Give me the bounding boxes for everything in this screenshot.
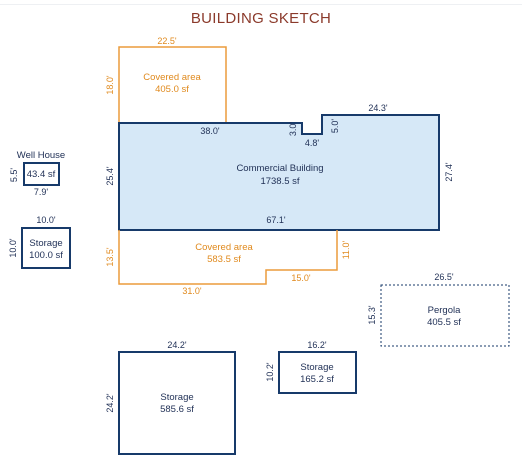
commercial-top-right-label: 24.3' xyxy=(368,103,388,113)
covered-top-height-label: 18.0' xyxy=(105,75,115,95)
covered-bottom-name: Covered area xyxy=(195,242,253,253)
well-house[interactable]: Well House 43.4 sf 5.5' 7.9' xyxy=(9,150,65,197)
commercial-notch-h2-label: 5.0' xyxy=(330,119,340,134)
covered-bottom-br-label: 15.0' xyxy=(291,273,311,283)
well-house-area: 43.4 sf xyxy=(27,169,56,180)
commercial-bottom-label: 67.1' xyxy=(266,215,286,225)
commercial-building[interactable]: 38.0' 3.0' 4.8' 5.0' 24.3' 25.4' 27.4' 6… xyxy=(105,103,454,231)
storage-mid-width-label: 16.2' xyxy=(307,340,327,350)
pergola-name: Pergola xyxy=(428,305,461,316)
commercial-building-outline xyxy=(118,114,440,231)
covered-top-width-label: 22.5' xyxy=(157,36,177,46)
storage-small-width-label: 10.0' xyxy=(36,215,56,225)
well-house-width-label: 7.9' xyxy=(34,187,49,197)
page-title: BUILDING SKETCH xyxy=(190,10,332,27)
pergola-area: 405.5 sf xyxy=(427,317,461,328)
storage-mid-height-label: 10.2' xyxy=(265,362,275,382)
storage-mid-name: Storage xyxy=(300,362,333,373)
covered-bottom-right-label: 11.0' xyxy=(341,240,351,259)
top-rule xyxy=(0,4,522,5)
covered-area-bottom-outline xyxy=(118,230,338,285)
commercial-top-left-label: 38.0' xyxy=(200,126,220,136)
storage-mid-area: 165.2 sf xyxy=(300,374,334,385)
storage-small-outline xyxy=(21,227,71,269)
storage-large-width-label: 24.2' xyxy=(167,340,187,350)
commercial-area: 1738.5 sf xyxy=(260,176,299,187)
commercial-left-label: 25.4' xyxy=(105,166,115,186)
commercial-right-label: 27.4' xyxy=(444,162,454,182)
pergola-width-label: 26.5' xyxy=(434,272,454,282)
storage-large-height-label: 24.2' xyxy=(105,393,115,413)
storage-mid[interactable]: 16.2' 10.2' Storage 165.2 sf xyxy=(265,340,357,394)
covered-top-name: Covered area xyxy=(143,72,201,83)
storage-small[interactable]: 10.0' 10.0' Storage 100.0 sf xyxy=(8,215,71,269)
well-house-name: Well House xyxy=(17,150,65,161)
storage-large-area: 585.6 sf xyxy=(160,404,194,415)
storage-large-outline xyxy=(118,351,236,455)
covered-bottom-left-label: 13.5' xyxy=(105,247,115,267)
storage-large[interactable]: 24.2' 24.2' Storage 585.6 sf xyxy=(105,340,236,455)
covered-bottom-area: 583.5 sf xyxy=(207,254,241,265)
pergola-height-label: 15.3' xyxy=(367,305,377,325)
pergola-outline xyxy=(380,284,510,347)
storage-small-height-label: 10.0' xyxy=(8,238,18,258)
storage-small-name: Storage xyxy=(29,238,62,249)
covered-top-area: 405.0 sf xyxy=(155,84,189,95)
storage-small-area: 100.0 sf xyxy=(29,250,63,261)
commercial-name: Commercial Building xyxy=(236,163,323,174)
covered-area-bottom[interactable]: 13.5' 11.0' 31.0' 15.0' Covered area 583… xyxy=(105,230,351,296)
well-house-outline xyxy=(23,162,60,186)
well-house-height-label: 5.5' xyxy=(9,168,19,183)
commercial-notch-w-label: 4.8' xyxy=(305,138,320,148)
storage-mid-outline xyxy=(278,351,357,394)
storage-large-name: Storage xyxy=(160,392,193,403)
covered-area-top[interactable]: 22.5' 18.0' Covered area 405.0 sf xyxy=(105,36,227,124)
pergola[interactable]: 26.5' 15.3' Pergola 405.5 sf xyxy=(367,272,510,347)
commercial-notch-h-label: 3.0' xyxy=(288,122,298,137)
covered-bottom-bl-label: 31.0' xyxy=(182,286,202,296)
